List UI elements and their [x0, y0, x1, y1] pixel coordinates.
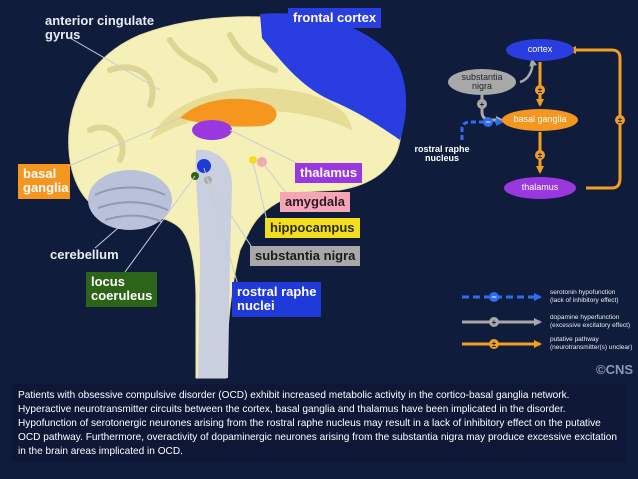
brainstem: [195, 149, 232, 378]
substantia-nigra-label: substantia nigra: [250, 246, 361, 267]
svg-text:±: ±: [618, 116, 623, 125]
pathway-basal-ganglia-label: basal ganglia: [513, 114, 567, 124]
brain-illustration: [68, 13, 407, 379]
raphe-to-basal-ganglia-arrow: [460, 118, 504, 140]
svg-text:±: ±: [538, 151, 543, 160]
svg-text:+: +: [480, 100, 485, 109]
basal-ganglia-region: [180, 98, 277, 127]
caption-text: Patients with obsessive compulsive disor…: [18, 390, 617, 457]
svg-text:−: −: [491, 292, 496, 302]
thalamus-node: [504, 177, 576, 199]
cingulate-gyrus-region: [150, 88, 352, 140]
pathway-thalamus-label: thalamus: [521, 182, 559, 192]
amygdala-label: amygdala: [280, 192, 350, 213]
copyright-mark: ©CNS: [596, 362, 634, 377]
svg-text:±: ±: [492, 340, 497, 349]
basal-ganglia-label: basal ganglia: [18, 164, 70, 199]
pathway-rostral-raphe-nucleus-label: rostral raphe nucleus: [414, 144, 470, 164]
legend-putative-text: putative pathway (neurotransmitter(s) un…: [550, 336, 633, 352]
rostral-raphe-dot: [197, 159, 211, 173]
frontal-cortex-label: frontal cortex: [288, 8, 382, 29]
basal-ganglia-node: [502, 109, 578, 131]
hippocampus-label: hippocampus: [265, 218, 360, 239]
thalamus-label: thalamus: [295, 163, 363, 184]
anterior-cingulate-gyrus-label: anterior cingulate gyrus: [45, 13, 155, 43]
substantia-nigra-node: [448, 69, 516, 95]
frontal-cortex-region: [260, 13, 407, 140]
legend-serotonin-text: serotonin hypofunction (lack of inhibito…: [550, 289, 619, 305]
label-leader-lines: [47, 37, 306, 286]
thalamus-region: [192, 120, 232, 140]
legend-lines: − + ±: [462, 292, 542, 349]
cerebellum-label: cerebellum: [50, 247, 119, 262]
ocd-pathway-diagram: ± ± ± + −: [448, 39, 625, 199]
svg-text:±: ±: [538, 86, 543, 95]
pathway-cortex-label: cortex: [527, 44, 553, 54]
rostral-raphe-nuclei-label: rostral raphe nuclei: [232, 282, 322, 317]
svg-text:+: +: [492, 318, 497, 327]
svg-text:−: −: [485, 117, 490, 127]
legend-dopamine-text: dopamine hyperfunction (excessive excita…: [550, 314, 631, 330]
cerebellum-region: [88, 170, 172, 230]
caption-panel: [12, 384, 626, 462]
locus-coeruleus-label: locus coeruleus: [86, 272, 158, 307]
pathway-substantia-nigra-label: substantia nigra: [461, 72, 503, 92]
nigra-to-cortex-arrow: [519, 58, 538, 84]
hippocampus-dot: [249, 156, 257, 164]
cortex-node: [506, 39, 574, 61]
